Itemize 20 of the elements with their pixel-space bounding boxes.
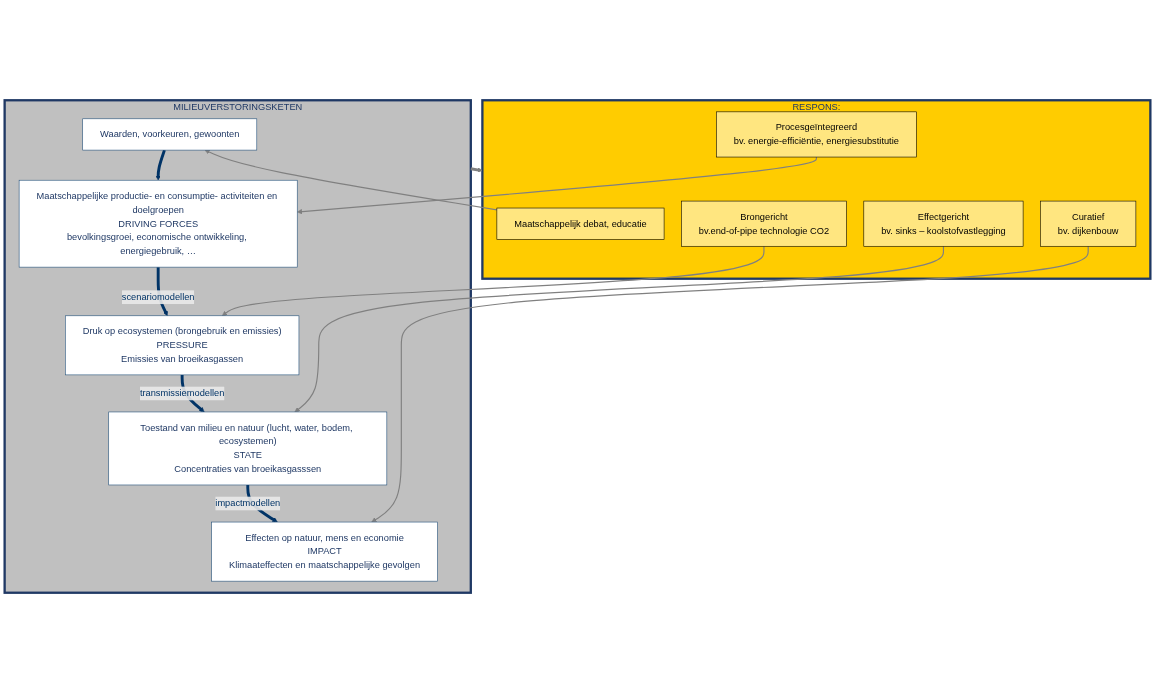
arrow: [371, 245, 1089, 523]
node-box: Curatief bv. dijkenbouw: [1040, 200, 1137, 247]
arrow: [204, 149, 498, 211]
node-box: Maatschappelijke productie- en consumptie- activiteiten en doelgroepen DRIVING FORCES bevolkingsgroei, economische ontwikkeling, energiegebruik, …: [18, 179, 298, 268]
arrow: [470, 167, 483, 173]
node-box: Procesgeïntegreerd bv. energie-efficiëntie, energiesubstitutie: [716, 111, 917, 158]
node-box: Druk op ecosystemen (brongebruik en emissies) PRESSURE Emissies van broeikasgassen: [65, 315, 300, 376]
arrow: [155, 149, 166, 181]
edge-label: transmissiemodellen: [139, 388, 225, 399]
edge-label: impactmodellen: [215, 498, 281, 509]
node-box: Effecten op natuur, mens en economie IMPACT Klimaateffecten en maatschappelijke gevolgen: [211, 521, 438, 582]
arrow: [221, 245, 765, 316]
node-box: Waarden, voorkeuren, gewoonten: [82, 118, 258, 151]
node-box: Toestand van milieu en natuur (lucht, water, bodem, ecosystemen) STATE Concentraties van broeikasgasssen: [108, 411, 388, 486]
edge-label: scenariomodellen: [121, 292, 195, 302]
node-box: Brongericht bv.end-of-pipe technologie CO2: [681, 200, 847, 247]
arrow: [297, 156, 817, 215]
node-box: Maatschappelijk debat, educatie: [496, 207, 665, 240]
arrow: [294, 245, 945, 413]
node-box: Effectgericht bv. sinks – koolstofvastlegging: [863, 200, 1024, 247]
